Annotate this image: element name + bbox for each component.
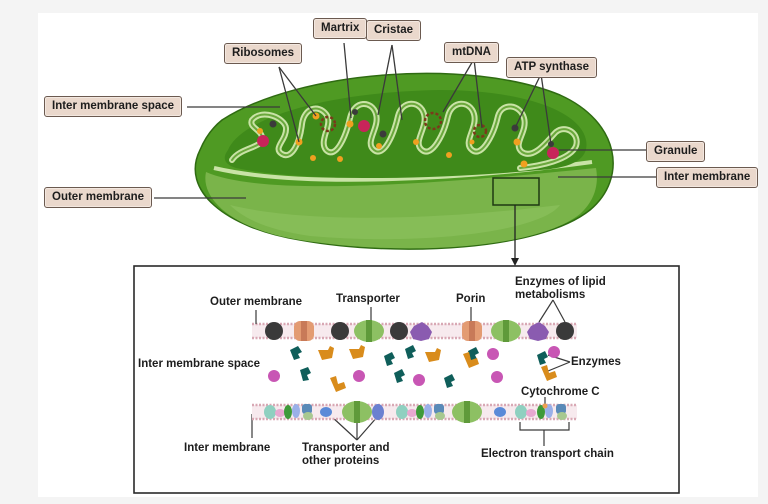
mtdna-loop — [472, 123, 488, 139]
inset-label-inter-membrane-space: Inter membrane space — [138, 358, 261, 370]
protein — [331, 322, 349, 340]
label-mtdna: mtDNA — [444, 42, 499, 63]
label-atp-synthase: ATP synthase — [506, 57, 597, 78]
protein — [390, 322, 408, 340]
mitochondrion-illustration — [133, 42, 680, 494]
detail-inset-frame — [133, 265, 680, 494]
label-ribosomes: Ribosomes — [224, 43, 302, 64]
atp-synthase — [269, 120, 277, 128]
inset-content — [251, 299, 577, 446]
outer-body-highlight — [230, 205, 560, 240]
arrow-down-icon — [511, 258, 519, 266]
mtdna-loop — [423, 111, 443, 131]
inner-membrane-proteins — [264, 401, 567, 423]
protein — [556, 322, 574, 340]
leader-lines — [154, 42, 656, 199]
label-matrix: Martrix — [313, 18, 368, 39]
mitochondrion — [194, 72, 614, 266]
label-inter-membrane-space: Inter membrane space — [44, 96, 183, 117]
inset-label-enzymes: Enzymes — [571, 356, 621, 368]
label-outer-membrane: Outer membrane — [44, 187, 153, 208]
label-inter-membrane: Inter membrane — [656, 167, 759, 188]
inset-label-enzymes-lipid-1: Enzymes of lipid — [515, 276, 606, 288]
granule — [358, 120, 370, 132]
inset-label-inter-membrane: Inter membrane — [184, 442, 271, 454]
lipid-enzyme — [410, 322, 432, 341]
lipid-enzyme — [527, 322, 549, 341]
zoom-region-box — [492, 177, 540, 206]
inset-label-enzymes-lipid-2: metabolisms — [515, 289, 586, 301]
inset-label-outer-membrane: Outer membrane — [210, 296, 303, 308]
mtdna-loop — [319, 115, 337, 133]
inset-label-porin: Porin — [456, 293, 486, 305]
inset-label-transporter: Transporter — [336, 293, 400, 305]
diagram-canvas: Ribosomes Martrix Cristae mtDNA ATP synt… — [38, 13, 759, 497]
inset-label-transporter-other-1: Transporter and — [302, 442, 390, 454]
inset-label-electron-transport-chain: Electron transport chain — [481, 448, 614, 460]
atp-synthase — [352, 109, 358, 115]
atp-synthase — [379, 130, 387, 138]
granule — [257, 135, 269, 147]
inset-label-cytochrome-c: Cytochrome C — [521, 386, 600, 398]
enzymes-scatter — [268, 345, 560, 392]
granule — [547, 147, 559, 159]
label-cristae: Cristae — [366, 20, 421, 41]
inset-label-transporter-other-2: other proteins — [302, 455, 380, 467]
protein — [265, 322, 283, 340]
label-granule: Granule — [646, 141, 706, 162]
